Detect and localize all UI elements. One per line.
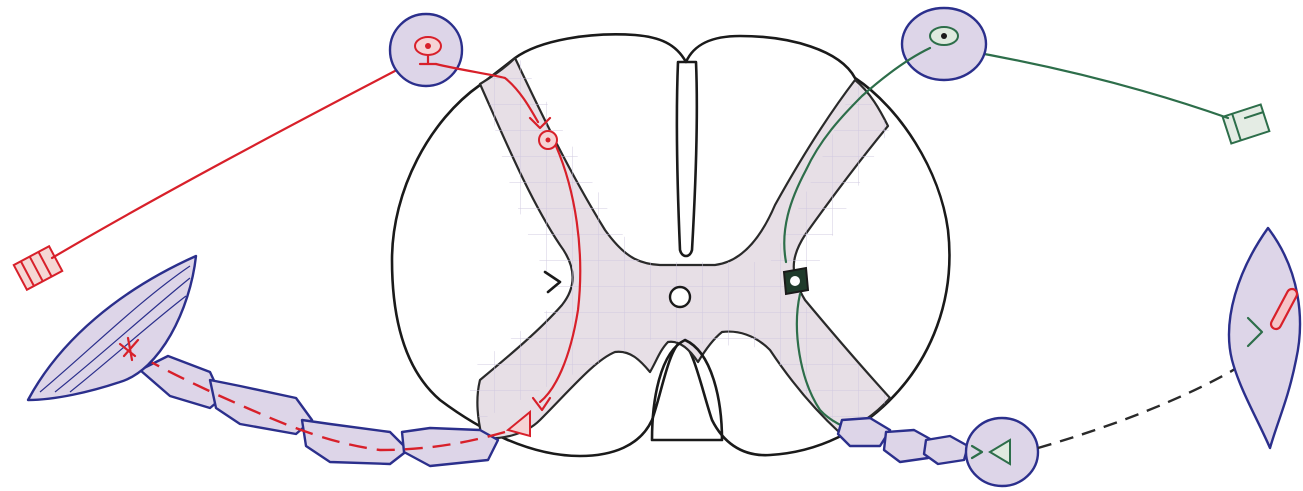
somatic-receptor	[14, 246, 62, 290]
autonomic-ganglion	[966, 418, 1038, 486]
internal-organ	[1229, 228, 1300, 448]
autonomic-afferent-fiber	[962, 50, 1228, 118]
central-canal	[670, 287, 690, 307]
autonomic-spinal-ganglion	[902, 8, 986, 80]
autonomic-receptor	[1223, 105, 1270, 144]
autonomic-lateral-horn-neuron	[784, 268, 808, 294]
somatic-afferent-fiber	[52, 58, 420, 258]
ventral-median-fissure	[652, 340, 722, 440]
spinal-cord-cross-section	[392, 34, 949, 456]
dorsal-median-sulcus	[677, 62, 697, 256]
somatic-spinal-ganglion	[390, 14, 462, 86]
motor-neuron-axon	[130, 350, 505, 466]
